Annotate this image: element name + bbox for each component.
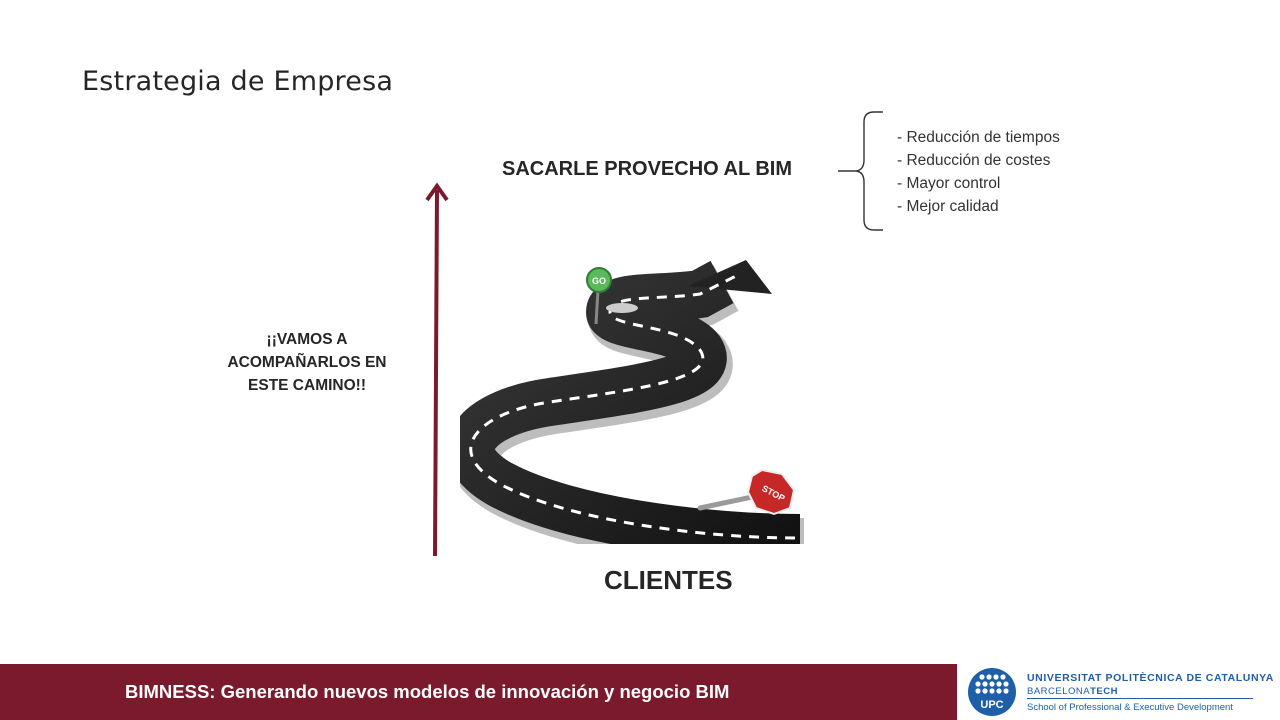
upc-school: School of Professional & Executive Devel… — [1027, 702, 1233, 713]
upc-subname-a: BARCELONA — [1027, 686, 1091, 697]
upc-emblem-icon: UPC — [968, 668, 1016, 716]
road-arrow-illustration: GO STOP — [460, 260, 805, 544]
upc-divider — [1027, 698, 1253, 699]
up-arrow-icon — [425, 182, 449, 557]
benefit-item: - Mejor calidad — [897, 198, 999, 215]
benefit-item: - Mayor control — [897, 175, 1001, 192]
footer-text: BIMNESS: Generando nuevos modelos de inn… — [125, 681, 730, 702]
motto-text: ¡¡VAMOS A ACOMPAÑARLOS EN ESTE CAMINO!! — [227, 331, 387, 394]
curly-brace — [838, 111, 883, 231]
goal-heading: SACARLE PROVECHO AL BIM — [502, 158, 793, 180]
benefit-item: - Reducción de tiempos — [897, 129, 1060, 146]
upc-mark-text: UPC — [980, 699, 1003, 711]
go-sign-icon: GO — [586, 267, 638, 325]
upc-name: UNIVERSITAT POLITÈCNICA DE CATALUNYA — [1027, 672, 1274, 684]
upc-logo: UPC UNIVERSITAT POLITÈCNICA DE CATALUNYA… — [957, 664, 1280, 720]
slide-title: Estrategia de Empresa — [82, 66, 394, 97]
upc-subname: BARCELONATECH — [1027, 686, 1118, 697]
go-sign-text: GO — [592, 276, 606, 286]
upc-subname-b: TECH — [1090, 686, 1118, 697]
footer-bar: BIMNESS: Generando nuevos modelos de inn… — [0, 664, 1280, 720]
benefit-item: - Reducción de costes — [897, 152, 1051, 169]
stop-sign-icon: STOP — [697, 468, 796, 516]
benefits-list: - Reducción de tiempos - Reducción de co… — [897, 126, 1060, 218]
clients-label: CLIENTES — [604, 565, 733, 595]
